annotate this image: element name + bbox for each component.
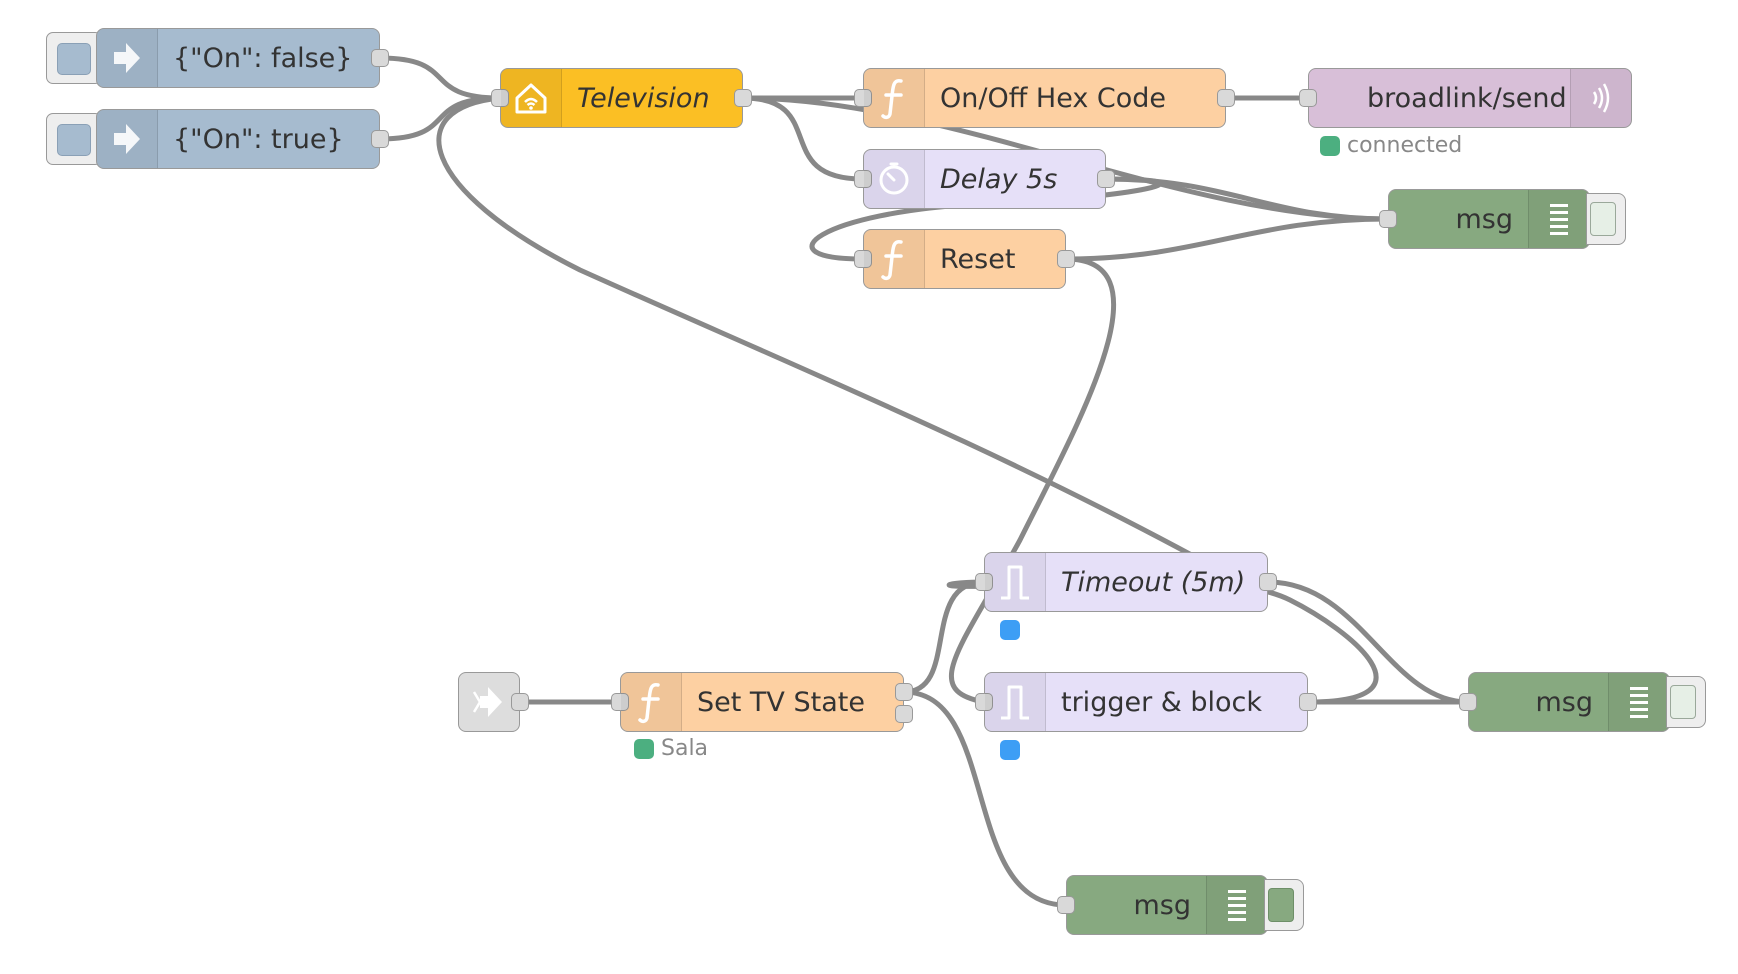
msg-bottom-debug-toggle[interactable]	[1264, 879, 1304, 931]
wire-reset-to-msg-top[interactable]	[1063, 216, 1391, 262]
input-port[interactable]	[1459, 693, 1477, 711]
function-icon	[864, 230, 925, 288]
input-port[interactable]	[611, 693, 629, 711]
timer-icon	[864, 150, 925, 208]
function-icon	[621, 673, 682, 731]
status-text: Sala	[661, 736, 709, 761]
output-port[interactable]	[1217, 89, 1235, 107]
node-label: Television	[577, 82, 710, 114]
inject-button-face	[57, 124, 91, 156]
trigger-icon	[985, 673, 1046, 731]
output-port[interactable]	[511, 693, 529, 711]
node-inject-true[interactable]: {"On": true}	[96, 109, 389, 169]
output-port-2[interactable]	[895, 705, 913, 723]
node-label: msg	[1535, 686, 1593, 718]
status-dot	[1320, 135, 1340, 156]
trigger-block-status-dot	[1000, 740, 1020, 760]
inject-icon	[97, 29, 158, 87]
output-port[interactable]	[371, 49, 389, 67]
wire-television-to-delay[interactable]	[740, 95, 866, 182]
input-port[interactable]	[854, 89, 872, 107]
status-dot	[634, 738, 654, 759]
output-port-1[interactable]	[895, 683, 913, 701]
wire-timeout-to-msg-mid[interactable]	[1265, 579, 1471, 705]
node-label: msg	[1455, 203, 1513, 235]
output-port[interactable]	[371, 130, 389, 148]
node-label: Timeout (5m)	[1061, 566, 1246, 598]
node-label: msg	[1133, 889, 1191, 921]
node-label: trigger & block	[1061, 686, 1263, 718]
set-tv-state-status: Sala	[634, 736, 708, 761]
input-port[interactable]	[491, 89, 509, 107]
toggle-face	[1590, 202, 1616, 236]
msg-mid-debug-toggle[interactable]	[1666, 676, 1706, 728]
node-trigger-and-block[interactable]: trigger & block	[975, 672, 1317, 732]
node-broadlink-send[interactable]: broadlink/send	[1299, 68, 1632, 128]
output-port[interactable]	[1097, 170, 1115, 188]
node-delay-5s[interactable]: Delay 5s	[854, 149, 1115, 209]
broadlink-status: connected	[1320, 133, 1462, 158]
debug-icon	[1608, 673, 1669, 731]
input-port[interactable]	[1299, 89, 1317, 107]
node-msg-mid[interactable]: msg	[1459, 672, 1670, 732]
input-port[interactable]	[975, 693, 993, 711]
homekit-icon	[501, 69, 562, 127]
node-label: {"On": false}	[173, 42, 353, 74]
output-port[interactable]	[1057, 250, 1075, 268]
toggle-face	[1268, 888, 1294, 922]
wire-inject-true-to-television[interactable]	[377, 95, 503, 142]
node-label: {"On": true}	[173, 123, 344, 155]
output-port[interactable]	[1259, 573, 1277, 591]
node-label: Reset	[940, 243, 1016, 275]
wire-delay-to-msg-top[interactable]	[1103, 176, 1391, 222]
trigger-icon	[985, 553, 1046, 611]
wire-inject-false-to-television[interactable]	[377, 55, 503, 101]
wire-reset-to-trigger-block[interactable]	[948, 256, 1117, 705]
debug-icon	[1206, 876, 1267, 934]
node-msg-top[interactable]: msg	[1379, 189, 1590, 249]
timeout-status-dot	[1000, 620, 1020, 640]
node-timeout-5m[interactable]: Timeout (5m)	[975, 552, 1277, 612]
output-port[interactable]	[1299, 693, 1317, 711]
inject-icon	[97, 110, 158, 168]
node-msg-bottom[interactable]: msg	[1057, 875, 1268, 935]
node-link-in[interactable]	[458, 672, 529, 732]
node-television[interactable]: Television	[491, 68, 752, 128]
status-text: connected	[1347, 133, 1463, 158]
input-port[interactable]	[975, 573, 993, 591]
input-port[interactable]	[1057, 896, 1075, 914]
node-inject-false[interactable]: {"On": false}	[96, 28, 389, 88]
inject-button-face	[57, 43, 91, 75]
node-onoff-hex-code[interactable]: On/Off Hex Code	[854, 68, 1235, 128]
wire-set-tv-state-to-timeout[interactable]	[901, 579, 987, 695]
function-icon	[864, 69, 925, 127]
msg-top-debug-toggle[interactable]	[1586, 193, 1626, 245]
wire-set-tv-state-to-msg-bottom[interactable]	[901, 689, 1069, 908]
input-port[interactable]	[1379, 210, 1397, 228]
wire-timeout-to-television[interactable]	[436, 95, 1213, 568]
node-reset[interactable]: Reset	[854, 229, 1075, 289]
node-label: broadlink/send	[1367, 82, 1567, 114]
node-set-tv-state[interactable]: Set TV State	[611, 672, 913, 732]
toggle-face	[1670, 685, 1696, 719]
broadcast-icon	[1570, 69, 1631, 127]
output-port[interactable]	[734, 89, 752, 107]
input-port[interactable]	[854, 250, 872, 268]
inject-true-button[interactable]	[46, 113, 102, 165]
node-label: On/Off Hex Code	[940, 82, 1167, 114]
input-port[interactable]	[854, 170, 872, 188]
node-label: Delay 5s	[940, 163, 1058, 195]
debug-icon	[1528, 190, 1589, 248]
node-label: Set TV State	[697, 686, 865, 718]
link-in-icon	[459, 673, 519, 731]
inject-false-button[interactable]	[46, 32, 102, 84]
